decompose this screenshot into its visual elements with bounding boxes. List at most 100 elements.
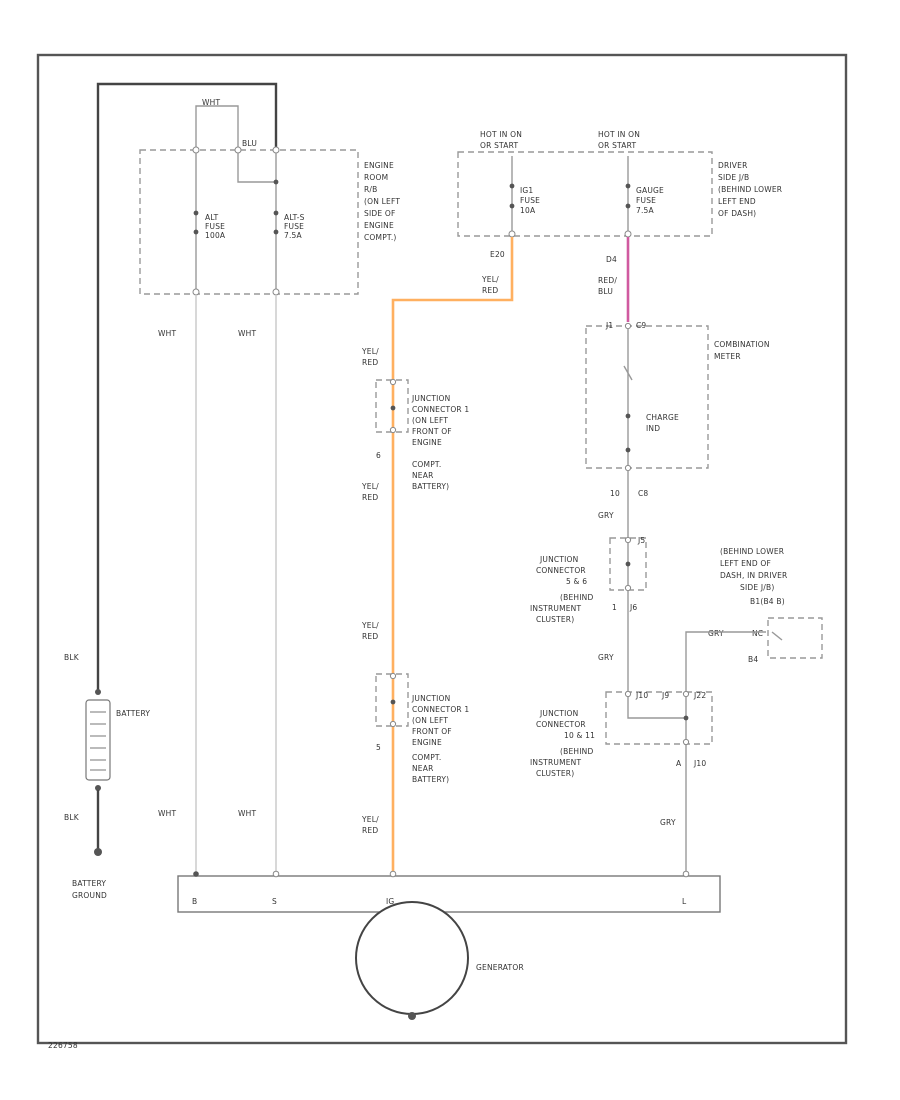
- pin: [272, 870, 280, 878]
- jc1-bot-l5: ENGINE: [412, 738, 442, 747]
- pin: [624, 464, 632, 472]
- yel-red-b-l2: RED: [362, 493, 378, 502]
- battery-positive-terminal: [95, 689, 101, 695]
- terminal-ig: IG: [386, 897, 394, 906]
- jc1-top-l5: ENGINE: [412, 438, 442, 447]
- jc1-bot-l4: FRONT OF: [412, 727, 452, 736]
- red-blu-l1: RED/: [598, 276, 617, 285]
- pin: [508, 230, 516, 238]
- battery-ground-l1: BATTERY: [72, 879, 106, 888]
- engine-room-relay-block: WHT BLU ALT FUSE 100A ALT-S FUSE 7.5A EN…: [139, 98, 400, 296]
- pin: [389, 426, 397, 434]
- pin: [272, 288, 280, 296]
- jc1011-l2: CONNECTOR: [536, 720, 586, 729]
- charge-ind-l1: CHARGE: [646, 413, 679, 422]
- jc1-top-l7: NEAR: [412, 471, 434, 480]
- hot2-l2: OR START: [598, 141, 636, 150]
- hot1-l2: OR START: [480, 141, 518, 150]
- jc56-pin-top: J5: [637, 536, 645, 545]
- jc1-bot-l2: CONNECTOR 1: [412, 705, 469, 714]
- gp-nc-label: NC: [752, 629, 763, 638]
- d4-pin-label: D4: [606, 255, 617, 264]
- ig1-l1: IG1: [520, 186, 533, 195]
- driver-side-junction-block: HOT IN ON OR START HOT IN ON OR START IG…: [457, 130, 782, 264]
- pin: [624, 690, 632, 698]
- alt-fuse-bottom: [193, 229, 199, 235]
- jc1-bot-l3: (ON LEFT: [412, 716, 448, 725]
- jc1011-node: [683, 715, 689, 721]
- gry-wire-l: [685, 631, 766, 872]
- pin: [272, 146, 280, 154]
- gp-l3: DASH, IN DRIVER: [720, 571, 787, 580]
- jc1011-l4: (BEHIND: [560, 747, 593, 756]
- gp-pin-label: B1(B4 B): [750, 597, 785, 606]
- gry-label-3: GRY: [660, 818, 676, 827]
- engine-rb-l2: ROOM: [364, 173, 388, 182]
- hot1-l1: HOT IN ON: [480, 130, 522, 139]
- gp-l1: (BEHIND LOWER: [720, 547, 784, 556]
- gauge-fuse-bottom: [625, 203, 631, 209]
- generator: B S IG L GENERATOR: [177, 870, 721, 1020]
- pin: [624, 230, 632, 238]
- charge-ind-bottom: [625, 447, 631, 453]
- pin: [682, 738, 690, 746]
- ig1-l2: FUSE: [520, 196, 540, 205]
- ig1-l3: 10A: [520, 206, 536, 215]
- yel-red-wire: [391, 237, 514, 872]
- battery-main-wire: [96, 82, 278, 690]
- battery-label: BATTERY: [116, 709, 150, 718]
- gauge-l2: FUSE: [636, 196, 656, 205]
- jc1-bot-l6: COMPT.: [412, 753, 441, 762]
- jc56-l1: JUNCTION: [539, 555, 578, 564]
- yel-red-top-l1: YEL/: [481, 275, 499, 284]
- gp-pin: B4: [748, 655, 758, 664]
- jc1011-pin-e: A: [676, 759, 682, 768]
- wht-label-4: WHT: [238, 809, 256, 818]
- battery-blk-top: BLK: [64, 653, 80, 662]
- meter-lamp-mark: [623, 365, 633, 381]
- gry-label-1: GRY: [598, 511, 614, 520]
- yel-red-c-l2: RED: [362, 632, 378, 641]
- gp-l4: SIDE J/B): [740, 583, 774, 592]
- gp-switch-mark: [771, 631, 783, 641]
- alt-s-fuse-l3: 7.5A: [284, 231, 303, 240]
- battery-ground-point: [94, 848, 102, 856]
- jc1011-l3: 10 & 11: [564, 731, 595, 740]
- combination-meter: J1 C9 CHARGE IND COMBINATION METER 10 C8: [585, 321, 770, 498]
- alt-fuse-l2: FUSE: [205, 222, 225, 231]
- jc1-top-l1: JUNCTION: [411, 394, 450, 403]
- jc1011-l1: JUNCTION: [539, 709, 578, 718]
- pin: [389, 378, 397, 386]
- driver-jb-l3: (BEHIND LOWER: [718, 185, 782, 194]
- pin: [389, 672, 397, 680]
- generator-body: [355, 901, 469, 1015]
- meter-l1: COMBINATION: [714, 340, 770, 349]
- jc1-top-l2: CONNECTOR 1: [412, 405, 469, 414]
- jc1-bot-l1: JUNCTION: [411, 694, 450, 703]
- jc1-top-l3: (ON LEFT: [412, 416, 448, 425]
- jc1-bottom-pin: 5: [376, 743, 381, 752]
- blu-label: BLU: [242, 139, 257, 148]
- e20-pin-label: E20: [490, 250, 505, 259]
- top-jumper-label: WHT: [202, 98, 220, 107]
- gp-l2: LEFT END OF: [720, 559, 771, 568]
- terminal-l: L: [682, 897, 687, 906]
- engine-rb-l1: ENGINE: [364, 161, 394, 170]
- yel-red-d-l1: YEL/: [361, 815, 379, 824]
- engine-rb-l7: COMPT.): [364, 233, 397, 242]
- figure-id: 226758: [48, 1041, 78, 1050]
- junction-connector-1-bottom: JUNCTION CONNECTOR 1 (ON LEFT FRONT OF E…: [375, 672, 469, 784]
- gauge-fuse-top: [625, 183, 631, 189]
- wht-label-2: WHT: [238, 329, 256, 338]
- jc1-bot-l7: NEAR: [412, 764, 434, 773]
- ground-point-box: [767, 617, 823, 659]
- battery-blk-bottom: BLK: [64, 813, 80, 822]
- engine-rb-l4: (ON LEFT: [364, 197, 400, 206]
- jc56-l2: CONNECTOR: [536, 566, 586, 575]
- alt-s-junction: [273, 179, 279, 185]
- battery-negative-terminal: [95, 785, 101, 791]
- alt-fuse-top: [193, 210, 199, 216]
- engine-rb-l6: ENGINE: [364, 221, 394, 230]
- ig1-fuse-top: [509, 183, 515, 189]
- terminal-b: B: [192, 897, 197, 906]
